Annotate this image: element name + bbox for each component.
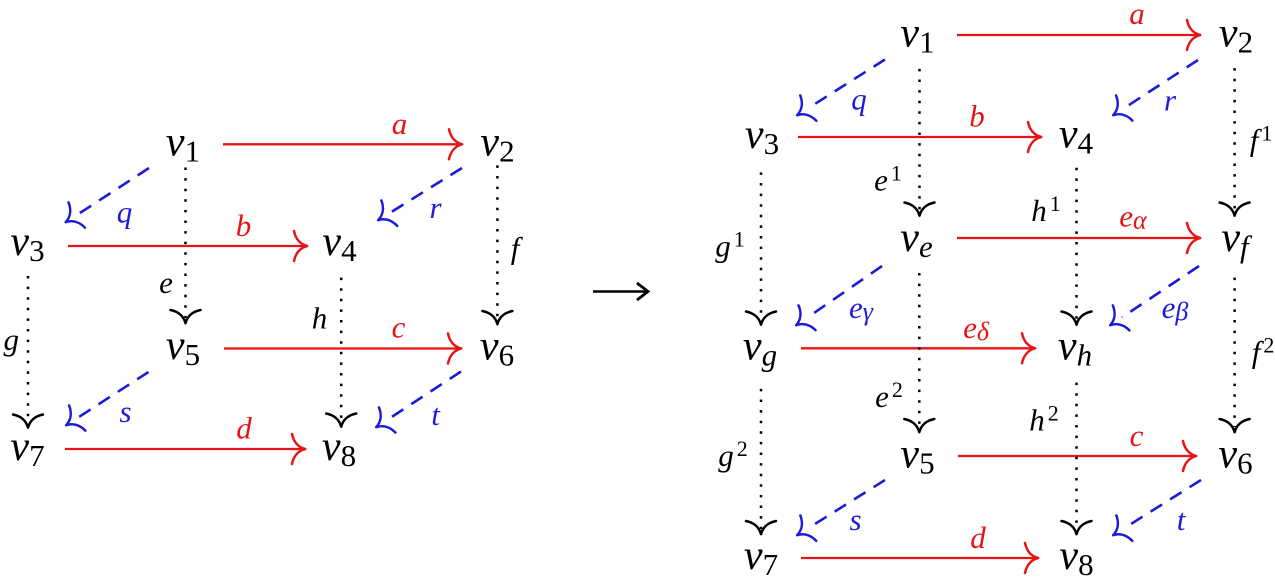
svg-text:e1: e1 bbox=[874, 161, 902, 198]
svg-text:d: d bbox=[970, 520, 986, 555]
svg-text:v1: v1 bbox=[900, 11, 934, 60]
svg-text:s: s bbox=[119, 394, 131, 429]
svg-text:q: q bbox=[851, 82, 867, 117]
svg-text:v2: v2 bbox=[1219, 11, 1253, 60]
svg-text:r: r bbox=[429, 190, 442, 225]
svg-text:v8: v8 bbox=[1059, 533, 1093, 582]
svg-text:d: d bbox=[236, 411, 252, 446]
svg-text:v6: v6 bbox=[480, 324, 514, 373]
svg-text:v6: v6 bbox=[1218, 432, 1252, 481]
svg-text:h1: h1 bbox=[1031, 191, 1061, 228]
svg-text:f: f bbox=[511, 231, 524, 266]
svg-text:v7: v7 bbox=[744, 533, 778, 582]
svg-text:v2: v2 bbox=[480, 120, 514, 169]
svg-text:eδ: eδ bbox=[963, 310, 990, 346]
svg-text:g2: g2 bbox=[718, 436, 748, 473]
svg-text:v4: v4 bbox=[322, 219, 357, 268]
svg-text:c: c bbox=[392, 309, 406, 344]
svg-text:v8: v8 bbox=[322, 424, 356, 473]
svg-text:f1: f1 bbox=[1250, 121, 1273, 158]
svg-text:eα: eα bbox=[1119, 199, 1148, 235]
svg-text:eβ: eβ bbox=[1162, 290, 1189, 326]
svg-text:q: q bbox=[117, 195, 133, 230]
svg-text:vg: vg bbox=[743, 324, 777, 373]
svg-text:h2: h2 bbox=[1029, 401, 1059, 438]
svg-text:h: h bbox=[312, 301, 328, 336]
svg-text:vf: vf bbox=[1221, 215, 1253, 264]
svg-text:v3: v3 bbox=[10, 219, 44, 268]
svg-text:v4: v4 bbox=[1059, 112, 1094, 161]
svg-text:g: g bbox=[4, 322, 20, 357]
svg-text:g1: g1 bbox=[715, 227, 745, 264]
svg-text:v7: v7 bbox=[10, 424, 44, 473]
svg-text:t: t bbox=[1177, 502, 1187, 537]
svg-text:a: a bbox=[392, 106, 408, 141]
svg-text:e2: e2 bbox=[875, 377, 903, 414]
svg-text:c: c bbox=[1130, 418, 1144, 453]
svg-text:ve: ve bbox=[900, 215, 933, 264]
svg-text:a: a bbox=[1129, 0, 1145, 31]
svg-text:v3: v3 bbox=[745, 112, 779, 161]
svg-text:b: b bbox=[969, 99, 985, 134]
svg-text:eγ: eγ bbox=[849, 290, 874, 326]
svg-text:v5: v5 bbox=[900, 432, 934, 481]
svg-text:b: b bbox=[236, 208, 252, 243]
svg-text:vh: vh bbox=[1058, 324, 1092, 373]
svg-text:v5: v5 bbox=[166, 323, 200, 372]
svg-text:e: e bbox=[159, 265, 173, 300]
svg-text:f2: f2 bbox=[1252, 333, 1275, 370]
svg-text:t: t bbox=[431, 397, 441, 432]
svg-text:s: s bbox=[849, 502, 861, 537]
svg-text:r: r bbox=[1164, 83, 1177, 118]
svg-text:v1: v1 bbox=[166, 120, 200, 169]
